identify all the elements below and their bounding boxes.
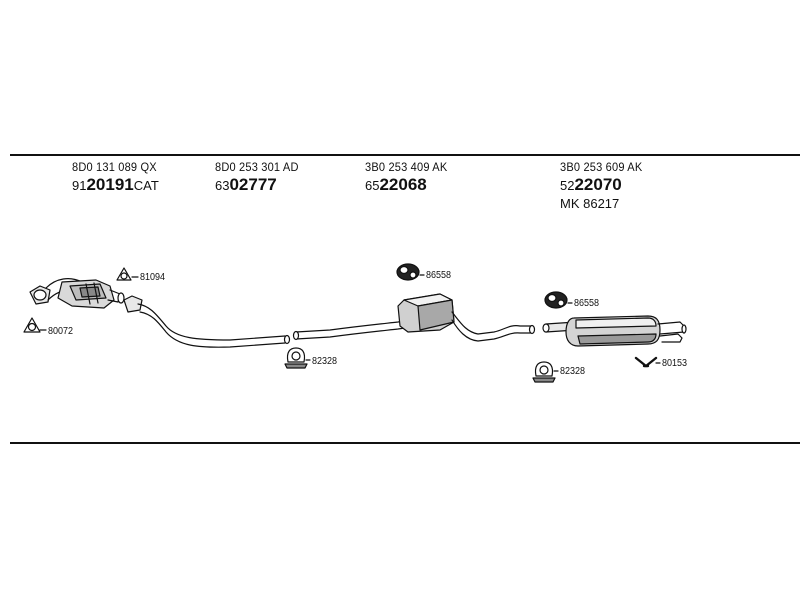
fitting-82328-rear-icon[interactable] <box>532 361 556 383</box>
fitting-label: 86558 <box>426 270 452 281</box>
catalog-main: 22070 <box>574 175 622 194</box>
catalog-number: 6522068 <box>365 176 455 195</box>
catalog-main: 02777 <box>229 175 277 194</box>
part-rear-silencer[interactable]: 3B0 253 609 AK 5222070 MK 86217 <box>560 160 650 211</box>
fitting-label: 82328 <box>560 366 586 377</box>
fitting-label: 80072 <box>48 326 74 337</box>
fitting-label: 80153 <box>662 358 688 369</box>
catalog-number: 9120191CAT <box>72 176 164 195</box>
catalog-prefix: 52 <box>560 178 575 193</box>
fitting-82328-front-icon[interactable] <box>284 347 308 369</box>
fitting-label: 82328 <box>312 356 338 367</box>
fitting-80153-icon[interactable] <box>634 356 658 368</box>
part-catalytic-converter[interactable]: 8D0 131 089 QX 9120191CAT <box>72 160 164 195</box>
catalog-prefix: 65 <box>365 178 380 193</box>
catalog-number: 6302777 <box>215 176 306 195</box>
oem-number: 3B0 253 409 AK <box>365 160 448 174</box>
fitting-80072-icon[interactable] <box>23 317 41 333</box>
catalog-suffix: CAT <box>133 178 159 193</box>
front-pipe-drawing[interactable] <box>123 295 291 348</box>
fitting-label: 86558 <box>574 298 600 309</box>
fitting-86558-rear-icon[interactable] <box>544 291 568 309</box>
oem-number: 3B0 253 609 AK <box>560 160 643 174</box>
part-front-pipe[interactable]: 8D0 253 301 AD 6302777 <box>215 160 306 195</box>
fitting-86558-middle-icon[interactable] <box>396 263 420 281</box>
catalog-main: 22068 <box>379 175 427 194</box>
catalog-prefix: 91 <box>72 178 87 193</box>
oem-number: 8D0 253 301 AD <box>215 160 299 174</box>
part-middle-silencer[interactable]: 3B0 253 409 AK 6522068 <box>365 160 455 195</box>
fitting-81094-icon[interactable] <box>116 267 132 281</box>
bottom-divider-line <box>10 442 800 444</box>
middle-silencer-drawing[interactable] <box>292 293 536 342</box>
oem-number: 8D0 131 089 QX <box>72 160 157 174</box>
catalog-number: 5222070 <box>560 176 650 195</box>
rear-silencer-drawing[interactable] <box>542 315 687 347</box>
catalytic-converter-drawing[interactable] <box>29 278 125 309</box>
fitting-label: 81094 <box>140 272 166 283</box>
catalog-main: 20191 <box>86 175 134 194</box>
mounting-kit-number: MK 86217 <box>560 196 620 211</box>
top-divider-line <box>10 154 800 156</box>
catalog-prefix: 63 <box>215 178 230 193</box>
